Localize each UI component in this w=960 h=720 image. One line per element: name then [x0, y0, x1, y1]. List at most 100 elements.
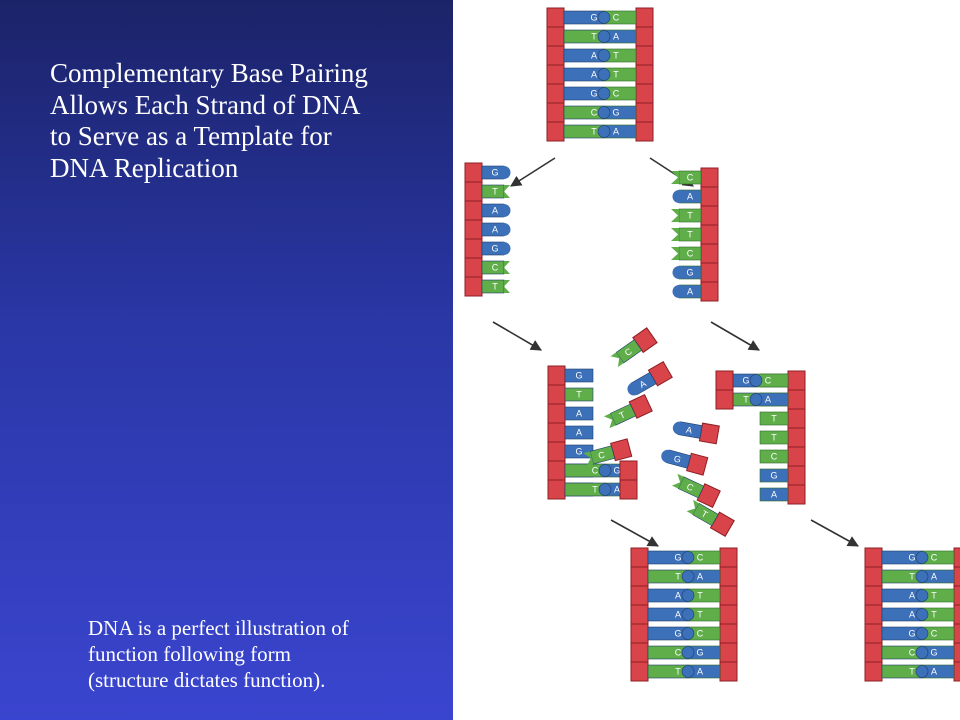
backbone-segment — [546, 7, 565, 28]
base-letter-daughter-helix-right-0-left: G — [908, 553, 915, 563]
base-letter-daughter-helix-left-5-left: C — [675, 648, 682, 658]
base-daughter-helix-right-6-joint — [915, 665, 929, 678]
backbone-segment — [719, 566, 738, 587]
backbone-segment — [700, 243, 719, 264]
base-ml6-joint — [598, 483, 612, 496]
base-cap — [504, 261, 510, 274]
backbone-segment — [953, 604, 960, 625]
backbone-segment — [630, 623, 649, 644]
base-daughter-helix-left-6-joint — [681, 665, 695, 678]
base-letter-daughter-helix-right-1-left: T — [909, 572, 915, 582]
left-panel: Complementary Base Pairing Allows Each S… — [0, 0, 453, 720]
backbone-segment — [630, 661, 649, 682]
assembly-left-letter: A — [576, 409, 582, 419]
backbone-segment — [630, 604, 649, 625]
title-line-3: to Serve as a Template for — [50, 121, 332, 151]
arrow-right-strand-to-assembly — [710, 321, 760, 351]
base-letter-ml5-right: G — [613, 466, 620, 476]
base-letter: C — [687, 249, 694, 259]
base-letter-daughter-helix-right-1-right: A — [931, 572, 937, 582]
base-letter: T — [687, 230, 693, 240]
backbone-segment — [700, 262, 719, 283]
base-letter-daughter-helix-right-5-right: G — [930, 648, 937, 658]
base-parent-helix-6-joint — [597, 125, 611, 138]
backbone-segment — [700, 281, 719, 302]
assembly-right-base — [759, 430, 789, 445]
base-letter-parent-helix-2-right: T — [613, 51, 619, 61]
assembly-right-base — [759, 468, 789, 483]
slide-title: Complementary Base Pairing Allows Each S… — [50, 58, 445, 184]
base-letter-parent-helix-1-left: T — [591, 32, 597, 42]
free-nucleotide-right-3: C — [671, 473, 721, 509]
backbone-segment — [464, 181, 483, 202]
base-letter: G — [686, 268, 693, 278]
base-letter-parent-helix-5-right: G — [612, 108, 619, 118]
free-base-cap — [686, 499, 700, 515]
base-letter: G — [491, 168, 498, 178]
backbone-segment — [635, 64, 654, 85]
base-daughter-helix-right-4-joint — [915, 627, 929, 640]
base-letter-daughter-helix-right-2-left: A — [909, 591, 915, 601]
free-nucleotide-left-2: A — [627, 361, 673, 396]
free-nucleotide-right-4: T — [686, 499, 735, 537]
base-daughter-helix-left-2-joint — [681, 589, 695, 602]
backbone-segment — [719, 585, 738, 606]
backbone-segment — [547, 422, 566, 443]
assembly-right-letter: T — [771, 414, 777, 424]
backbone-segment — [864, 623, 883, 644]
base-letter-daughter-helix-right-0-right: C — [931, 553, 938, 563]
assembly-left: GTAAGCTCGTA — [547, 365, 638, 500]
base-letter: A — [492, 206, 498, 216]
base-letter-daughter-helix-right-4-left: G — [908, 629, 915, 639]
base-letter-ml6-left: T — [592, 485, 598, 495]
backbone-segment — [547, 384, 566, 405]
free-nucleotide-left-1: C — [610, 327, 658, 367]
base-letter-daughter-helix-right-2-right: T — [931, 591, 937, 601]
base-parent-helix-1-joint — [597, 30, 611, 43]
backbone-segment — [864, 642, 883, 663]
backbone-segment — [635, 83, 654, 104]
base-letter-daughter-helix-right-4-right: C — [931, 629, 938, 639]
backbone-segment — [719, 604, 738, 625]
base-letter-daughter-helix-left-3-left: A — [675, 610, 681, 620]
base-cap — [497, 242, 511, 255]
base-letter-mr1-left: T — [743, 395, 749, 405]
backbone-segment — [635, 121, 654, 142]
backbone-segment — [864, 566, 883, 587]
free-nucleotide-right-2: G — [661, 449, 709, 476]
free-base-letter: C — [597, 449, 606, 460]
base-letter-daughter-helix-left-6-right: A — [697, 667, 703, 677]
free-nucleotide-left-4: C — [583, 438, 633, 466]
assembly-right-letter: C — [771, 452, 778, 462]
base-daughter-helix-left-1-joint — [681, 570, 695, 583]
base-letter-daughter-helix-right-6-left: T — [909, 667, 915, 677]
backbone-segment — [464, 162, 483, 183]
arrow-to-daughter-right — [810, 519, 859, 547]
base-daughter-helix-right-5-joint — [915, 646, 929, 659]
base-letter: T — [492, 187, 498, 197]
base-letter-daughter-helix-left-0-right: C — [697, 553, 704, 563]
backbone-segment — [953, 642, 960, 663]
free-base-cap — [672, 421, 686, 435]
assembly-right-letter: T — [771, 433, 777, 443]
base-letter-ml5-left: C — [592, 466, 599, 476]
base-letter: C — [687, 173, 694, 183]
base-mr0-joint — [749, 374, 763, 387]
free-base-cap — [610, 352, 624, 367]
backbone-segment — [719, 623, 738, 644]
backbone-segment — [787, 446, 806, 467]
backbone-segment — [547, 460, 566, 481]
base-letter-daughter-helix-left-2-left: A — [675, 591, 681, 601]
backbone-segment — [787, 389, 806, 410]
base-cap — [671, 247, 679, 260]
backbone-segment — [547, 365, 566, 386]
assembly-right-letter: A — [771, 490, 777, 500]
caption-line-3: (structure dictates function). — [88, 668, 326, 692]
backbone-segment — [635, 102, 654, 123]
free-nucleotide-right-1: A — [672, 421, 720, 445]
slide-caption: DNA is a perfect illustration of functio… — [88, 615, 438, 693]
base-letter-mr0-right: C — [765, 376, 772, 386]
base-daughter-helix-left-0-joint — [681, 551, 695, 564]
